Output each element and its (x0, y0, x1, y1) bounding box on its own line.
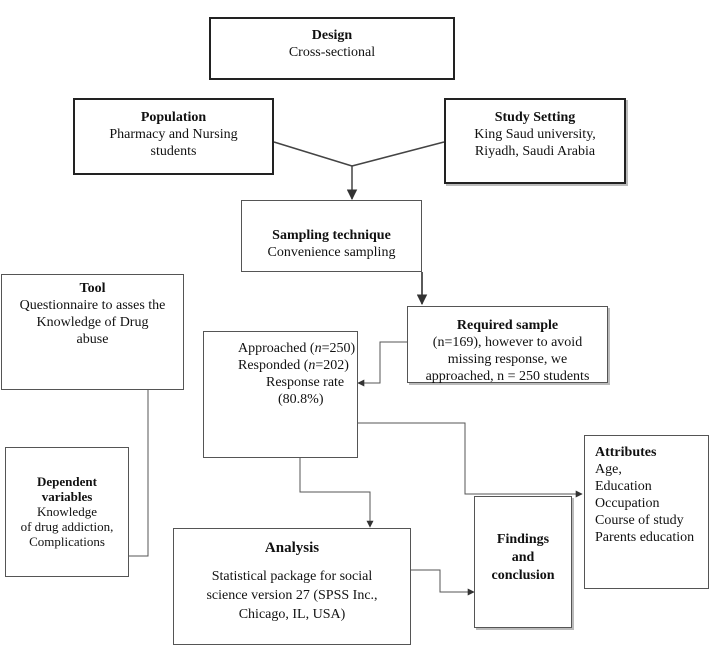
approached-line-pre: Approached ( (238, 341, 315, 356)
arrow-required-to-approached (357, 341, 407, 387)
analysis-line-2: science version 27 (SPSS Inc., (206, 588, 378, 603)
tool-line-3: abuse (76, 332, 109, 347)
dependent-variables-box: Dependent variables Knowledge of drug ad… (5, 447, 129, 577)
attributes-line-1: Age, (595, 462, 622, 477)
required-sample-line-3: approached, n = 250 students (425, 369, 590, 384)
arrow-analysis-to-findings (411, 569, 475, 596)
findings-title-3: conclusion (491, 568, 555, 583)
tool-box: Tool Questionnaire to asses the Knowledg… (1, 274, 184, 390)
approached-box: Approached (n=250) Responded (n=202) Res… (203, 331, 358, 458)
study-setting-title: Study Setting (494, 110, 576, 125)
arrow-approached-to-analysis (299, 458, 374, 528)
attributes-line-3: Occupation (595, 496, 660, 511)
approached-line-post: =250) (321, 341, 356, 356)
analysis-box: Analysis Statistical package for social … (173, 528, 411, 645)
findings-title-2: and (511, 550, 535, 565)
approached-line: Approached (n=250) (204, 340, 357, 357)
tool-line-1: Questionnaire to asses the (19, 298, 166, 313)
population-title: Population (140, 110, 207, 125)
population-line-2: students (150, 144, 197, 159)
dependent-variables-title-2: variables (41, 489, 93, 504)
dependent-variables-line-1: Knowledge (37, 504, 97, 519)
attributes-line-4: Course of study (595, 513, 684, 528)
tool-line-2: Knowledge of Drug (36, 315, 149, 330)
responded-line-pre: Responded ( (238, 358, 309, 373)
connector-tool-dependent (129, 390, 149, 557)
approached-n: n (314, 341, 322, 356)
design-title: Design (311, 28, 353, 43)
required-sample-title: Required sample (456, 318, 559, 333)
attributes-line-5: Parents education (595, 530, 695, 545)
sampling-technique-box: Sampling technique Convenience sampling (241, 200, 422, 272)
required-sample-line-1: (n=169), however to avoid (432, 335, 583, 350)
population-line-1: Pharmacy and Nursing (109, 127, 238, 142)
findings-title-1: Findings (496, 532, 550, 547)
design-box: Design Cross-sectional (209, 17, 455, 80)
connector-setting-merge (351, 141, 445, 167)
study-setting-line-2: Riyadh, Saudi Arabia (474, 144, 596, 159)
sampling-technique-line-1: Convenience sampling (267, 245, 396, 260)
responded-line: Responded (n=202) (204, 357, 357, 374)
tool-title: Tool (79, 281, 106, 296)
attributes-box: Attributes Age, Education Occupation Cou… (584, 435, 709, 589)
arrow-approached-to-attributes (358, 422, 583, 498)
attributes-title: Attributes (595, 445, 657, 460)
attributes-line-2: Education (595, 479, 652, 494)
dependent-variables-line-3: Complications (29, 534, 105, 549)
design-line-1: Cross-sectional (288, 45, 376, 60)
findings-box: Findings and conclusion (474, 496, 572, 628)
dependent-variables-line-2: of drug addiction, (20, 519, 114, 534)
response-rate-value: (80.8%) (278, 392, 324, 407)
analysis-title: Analysis (264, 540, 320, 556)
responded-n: n (308, 358, 316, 373)
response-rate-label: Response rate (266, 375, 345, 390)
sampling-technique-title: Sampling technique (272, 228, 391, 243)
connector-population-merge (273, 141, 353, 167)
responded-line-post: =202) (315, 358, 349, 373)
study-setting-line-1: King Saud university, (474, 127, 596, 142)
analysis-line-1: Statistical package for social (211, 569, 373, 584)
required-sample-line-2: missing response, we (447, 352, 568, 367)
study-setting-box: Study Setting King Saud university, Riya… (444, 98, 626, 184)
population-box: Population Pharmacy and Nursing students (73, 98, 274, 175)
analysis-line-3: Chicago, IL, USA) (238, 607, 346, 622)
required-sample-box: Required sample (n=169), however to avoi… (407, 306, 608, 384)
dependent-variables-title-1: Dependent (37, 474, 97, 489)
